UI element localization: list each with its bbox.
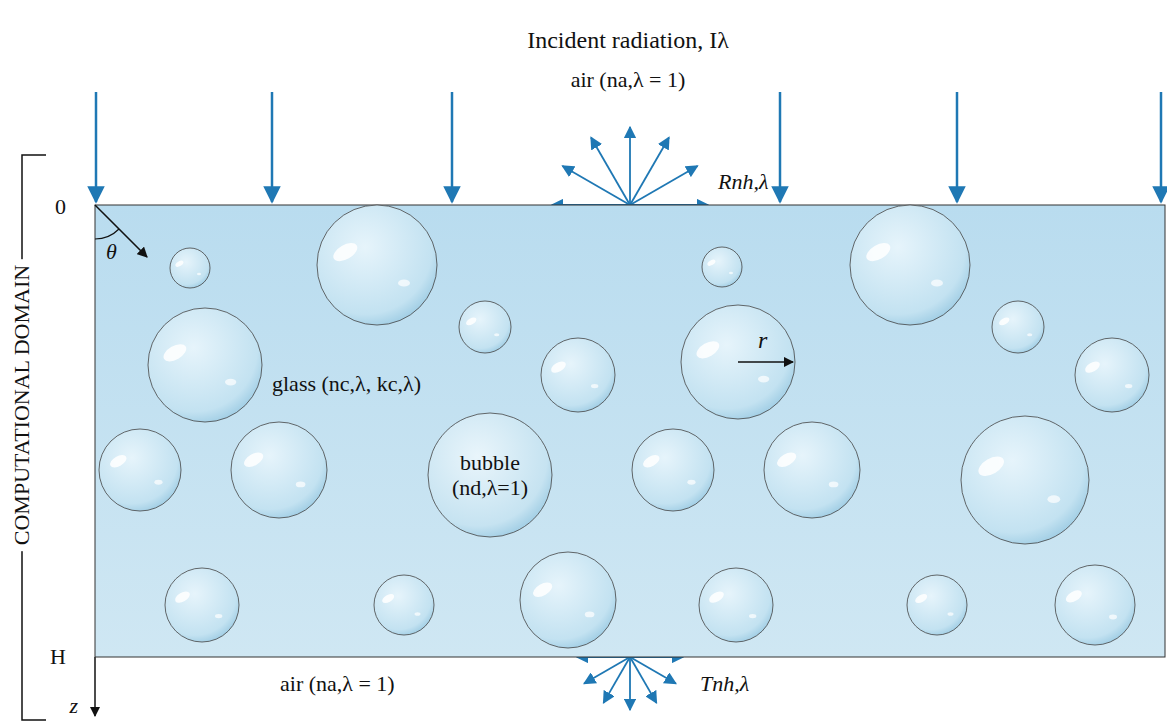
bubble bbox=[850, 205, 970, 325]
radiation-ray bbox=[584, 657, 630, 684]
axis-label: z bbox=[69, 694, 78, 718]
radiation-ray bbox=[630, 166, 698, 205]
radiation-ray bbox=[629, 127, 631, 205]
angle-label: θ bbox=[106, 240, 117, 264]
z-axis bbox=[94, 657, 96, 716]
radiation-ray bbox=[630, 137, 669, 205]
bubble bbox=[520, 552, 616, 648]
bubble bbox=[961, 416, 1089, 544]
title-label: Incident radiation, Iλ bbox=[527, 27, 729, 53]
glass-slab: glass (nc,λ, kc,λ) bubble (nd,λ=1) bbox=[95, 205, 1165, 657]
material-label: glass (nc,λ, kc,λ) bbox=[272, 371, 421, 396]
bubble bbox=[459, 301, 511, 353]
bubble bbox=[632, 429, 714, 511]
radiation-ray bbox=[629, 657, 631, 710]
bubble bbox=[1055, 565, 1135, 645]
bubble bbox=[374, 575, 434, 635]
slab-fill bbox=[95, 205, 1165, 657]
bubble bbox=[165, 568, 239, 642]
medium-label: air (na,λ = 1) bbox=[571, 68, 686, 92]
thickness-label: H bbox=[50, 645, 66, 669]
bubble bbox=[231, 422, 327, 518]
bubble bbox=[317, 205, 437, 325]
bubble bbox=[992, 301, 1044, 353]
medium-label: air (na,λ = 1) bbox=[280, 672, 395, 696]
incident-arrows bbox=[96, 92, 1161, 202]
angle-arc bbox=[95, 229, 119, 239]
bubble bbox=[1075, 338, 1149, 412]
domain-label: COMPUTATIONAL DOMAIN bbox=[10, 259, 34, 551]
radiation-ray bbox=[630, 657, 657, 703]
bubble bbox=[148, 308, 262, 422]
radiation-ray bbox=[591, 137, 630, 205]
bubble-label: bubble (nd,λ=1) bbox=[433, 450, 547, 501]
transmittance-label: Tnh,λ bbox=[700, 672, 749, 696]
bubble bbox=[702, 247, 742, 287]
slab-shape bbox=[95, 205, 1165, 657]
radius-arrow bbox=[738, 361, 793, 363]
bubble bbox=[541, 338, 615, 412]
radius-label: r bbox=[758, 327, 767, 353]
reflectance-label: Rnh,λ bbox=[718, 170, 768, 194]
bubble bbox=[764, 422, 860, 518]
bubble bbox=[681, 305, 795, 419]
bubble bbox=[99, 429, 181, 511]
bubble bbox=[907, 575, 967, 635]
direction-arrow bbox=[95, 205, 147, 257]
radiation-ray bbox=[562, 166, 630, 205]
bubble-circle: bubble (nd,λ=1) bbox=[427, 412, 553, 538]
bubble bbox=[170, 248, 210, 288]
bubble bbox=[699, 568, 773, 642]
axis-origin: 0 bbox=[55, 195, 66, 219]
